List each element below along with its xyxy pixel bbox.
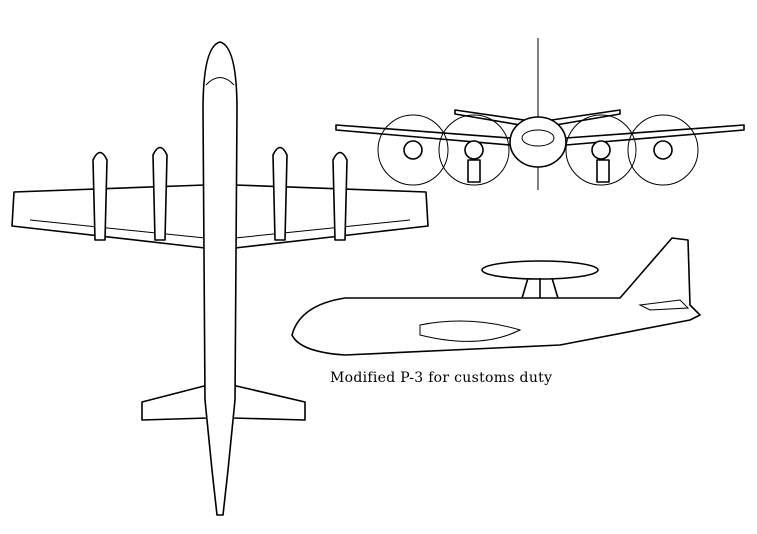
radome: [481, 260, 599, 280]
caption: Modified P-3 for customs duty: [330, 370, 553, 386]
top-view-engines: [92, 146, 348, 241]
top-view: [11, 41, 429, 516]
side-view-aew: [291, 237, 701, 356]
front-view: [335, 38, 745, 190]
front-view-propellers: [377, 114, 699, 186]
top-view-fuselage: [202, 41, 238, 516]
